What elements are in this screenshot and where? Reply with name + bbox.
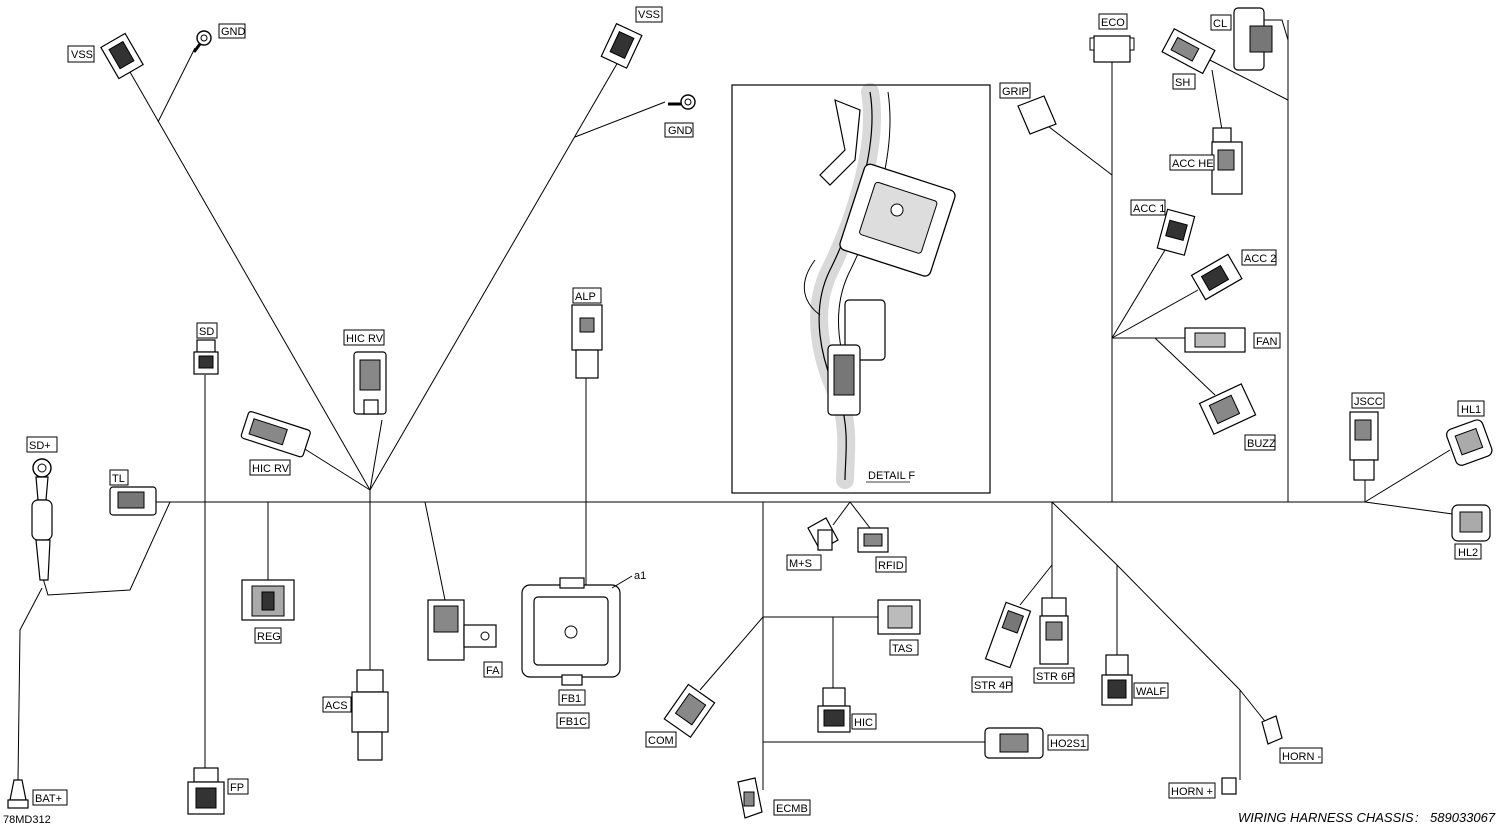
label-grip: GRIP <box>1002 86 1029 98</box>
sh-connector-icon <box>1161 28 1216 75</box>
label-ecmb: ECMB <box>776 803 808 815</box>
label-fa: FA <box>486 665 500 677</box>
label-acc1: ACC 1 <box>1133 203 1165 215</box>
buzz-connector-icon <box>1198 383 1257 436</box>
label-gnd-mid: GND <box>668 125 693 137</box>
grip-switch-icon <box>1017 95 1057 135</box>
sd-plus-terminal-icon <box>31 458 53 581</box>
harness-wires <box>17 20 1461 790</box>
horn-plus-terminal-icon <box>1221 777 1237 795</box>
ms-connector-icon <box>807 517 839 551</box>
ecmb-connector-icon <box>737 777 763 819</box>
hic-connector-icon <box>817 687 851 733</box>
title-separator: : <box>1415 810 1419 825</box>
label-acc2: ACC 2 <box>1244 253 1276 265</box>
acc-he-connector-icon <box>1211 127 1243 195</box>
label-sd: SD <box>199 326 214 338</box>
sd-connector-icon <box>193 339 219 375</box>
reg-connector-icon <box>241 579 295 621</box>
harness-title: WIRING HARNESS CHASSIS <box>1238 810 1414 825</box>
detail-f-label: DETAIL F <box>868 470 915 482</box>
tl-connector-icon <box>109 486 157 516</box>
vss-top-connector-icon <box>600 22 643 69</box>
label-com: COM <box>648 735 674 747</box>
acc2-connector-icon <box>1190 253 1243 301</box>
label-hic-rv-top: HIC RV <box>346 333 384 345</box>
gnd-mid-ring-icon <box>668 94 696 110</box>
connector-labels: VSS GND VSS GND ECO CL SH GRIP ACC HE AC… <box>26 6 1485 816</box>
label-gnd-left: GND <box>221 26 246 38</box>
label-tl: TL <box>112 473 125 485</box>
label-hl1: HL1 <box>1461 404 1481 416</box>
label-eco: ECO <box>1101 17 1125 29</box>
tas-connector-icon <box>877 599 921 635</box>
label-horn-minus: HORN - <box>1282 751 1321 763</box>
part-number: 589033067 <box>1430 810 1496 825</box>
horn-minus-terminal-icon <box>1261 715 1283 745</box>
fb1-fuse-box-icon <box>521 577 621 686</box>
label-alp: ALP <box>575 291 596 303</box>
acs-connector-icon <box>351 669 389 761</box>
label-m-s: M+S <box>789 558 812 570</box>
walf-connector-icon <box>1101 654 1133 706</box>
label-buzz: BUZZ <box>1247 438 1276 450</box>
label-hl2: HL2 <box>1458 547 1478 559</box>
com-connector-icon <box>663 683 716 739</box>
label-fb1: FB1 <box>561 693 581 705</box>
cl-connector-icon <box>1233 7 1289 71</box>
acc1-connector-icon <box>1156 208 1196 256</box>
fa-connector-icon <box>427 599 497 661</box>
rfid-connector-icon <box>857 527 889 553</box>
hic-rv-upper-connector-icon <box>353 351 387 415</box>
jscc-connector-icon <box>1349 411 1379 481</box>
label-hic-rv-left: HIC RV <box>252 463 290 475</box>
detail-f-view: DETAIL F <box>731 83 991 494</box>
label-a1: a1 <box>634 570 646 582</box>
label-fan: FAN <box>1256 336 1277 348</box>
label-cl: CL <box>1213 18 1227 30</box>
label-str6p: STR 6P <box>1036 671 1075 683</box>
label-str4p: STR 4P <box>974 680 1013 692</box>
drawing-identifier: 78MD312 <box>3 814 51 826</box>
fp-connector-icon <box>187 767 225 815</box>
label-hic: HIC <box>854 717 873 729</box>
str6p-connector-icon <box>1039 597 1069 665</box>
label-vss-left: VSS <box>71 49 93 61</box>
label-acs: ACS <box>325 700 348 712</box>
vss-left-connector-icon <box>100 32 144 80</box>
label-jscc: JSCC <box>1354 396 1383 408</box>
label-tas: TAS <box>892 643 913 655</box>
str4p-connector-icon <box>984 601 1032 669</box>
gnd-left-ring-icon <box>192 30 212 53</box>
label-acc-he: ACC HE <box>1172 158 1214 170</box>
bat-plus-terminal-icon <box>7 779 29 809</box>
label-reg: REG <box>257 631 281 643</box>
label-fb1c: FB1C <box>559 716 587 728</box>
label-sd-plus: SD+ <box>29 440 51 452</box>
footer: 78MD312 WIRING HARNESS CHASSIS : 5890330… <box>3 810 1496 826</box>
hl2-connector-icon <box>1451 504 1491 542</box>
label-vss-top: VSS <box>638 9 660 21</box>
fan-connector-icon <box>1184 327 1246 353</box>
label-walf: WALF <box>1136 686 1166 698</box>
alp-connector-icon <box>571 304 603 379</box>
ho2s1-connector-icon <box>984 727 1044 759</box>
hic-rv-left-connector-icon <box>240 411 311 458</box>
label-bat-plus: BAT+ <box>35 793 62 805</box>
label-fp: FP <box>230 782 244 794</box>
label-sh: SH <box>1175 77 1190 89</box>
label-ho2s1: HO2S1 <box>1050 738 1086 750</box>
eco-switch-icon <box>1089 35 1135 63</box>
label-horn-plus: HORN + <box>1171 786 1213 798</box>
label-rfid: RFID <box>878 560 904 572</box>
hl1-connector-icon <box>1446 419 1493 466</box>
